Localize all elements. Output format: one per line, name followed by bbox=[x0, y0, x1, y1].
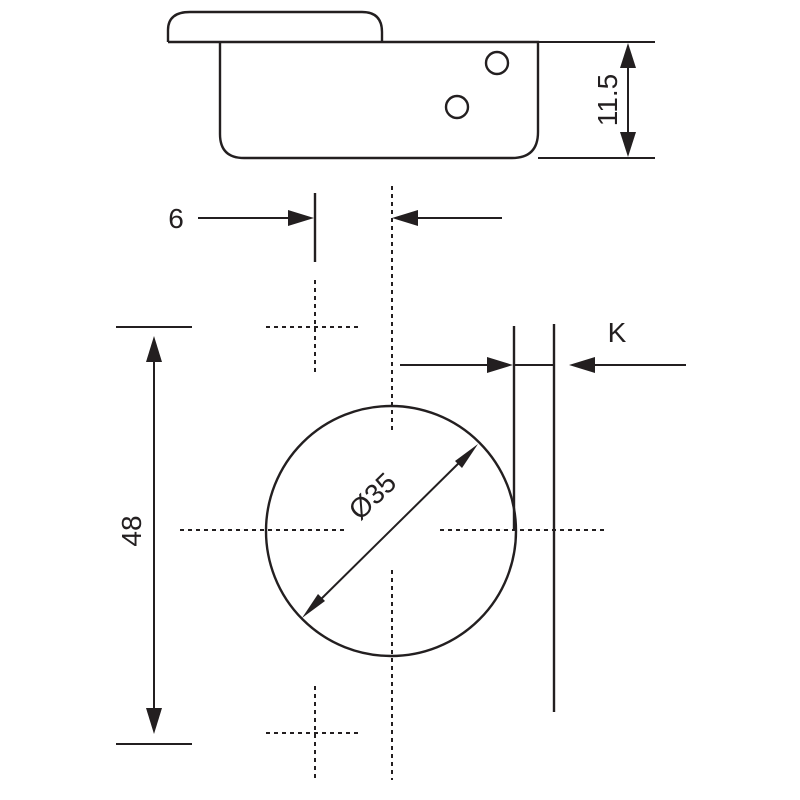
spacing-arrowhead-up bbox=[146, 336, 162, 362]
diameter-label: Ø35 bbox=[343, 467, 403, 526]
diameter-line bbox=[311, 453, 469, 609]
offset-label: 6 bbox=[168, 203, 184, 234]
k-arrowhead-left bbox=[487, 357, 513, 373]
arrowhead-down bbox=[620, 132, 636, 157]
center-lines bbox=[180, 186, 606, 780]
k-dimension: K bbox=[400, 317, 686, 712]
mounting-hole-lower bbox=[444, 94, 470, 120]
spacing-dimension: 48 bbox=[116, 326, 192, 745]
mounting-hole-upper bbox=[484, 50, 510, 76]
offset-dimension: 6 bbox=[168, 193, 502, 262]
hinge-side-view bbox=[166, 10, 540, 160]
hinge-cup-body bbox=[168, 40, 540, 160]
height-label: 11.5 bbox=[592, 74, 623, 126]
spacing-label: 48 bbox=[116, 515, 147, 546]
arrowhead-up bbox=[620, 43, 636, 68]
spacing-arrowhead-down bbox=[146, 708, 162, 734]
diameter-arrowhead-lower bbox=[302, 594, 325, 618]
height-dimension: 11.5 bbox=[538, 41, 655, 159]
k-label: K bbox=[608, 317, 627, 348]
diameter-arrowhead-upper bbox=[455, 444, 478, 468]
offset-arrowhead-left bbox=[288, 210, 314, 226]
offset-arrowhead-right bbox=[392, 210, 418, 226]
hinge-flange bbox=[166, 10, 384, 42]
k-arrowhead-right bbox=[569, 357, 595, 373]
cup-bore-circle bbox=[264, 404, 518, 658]
